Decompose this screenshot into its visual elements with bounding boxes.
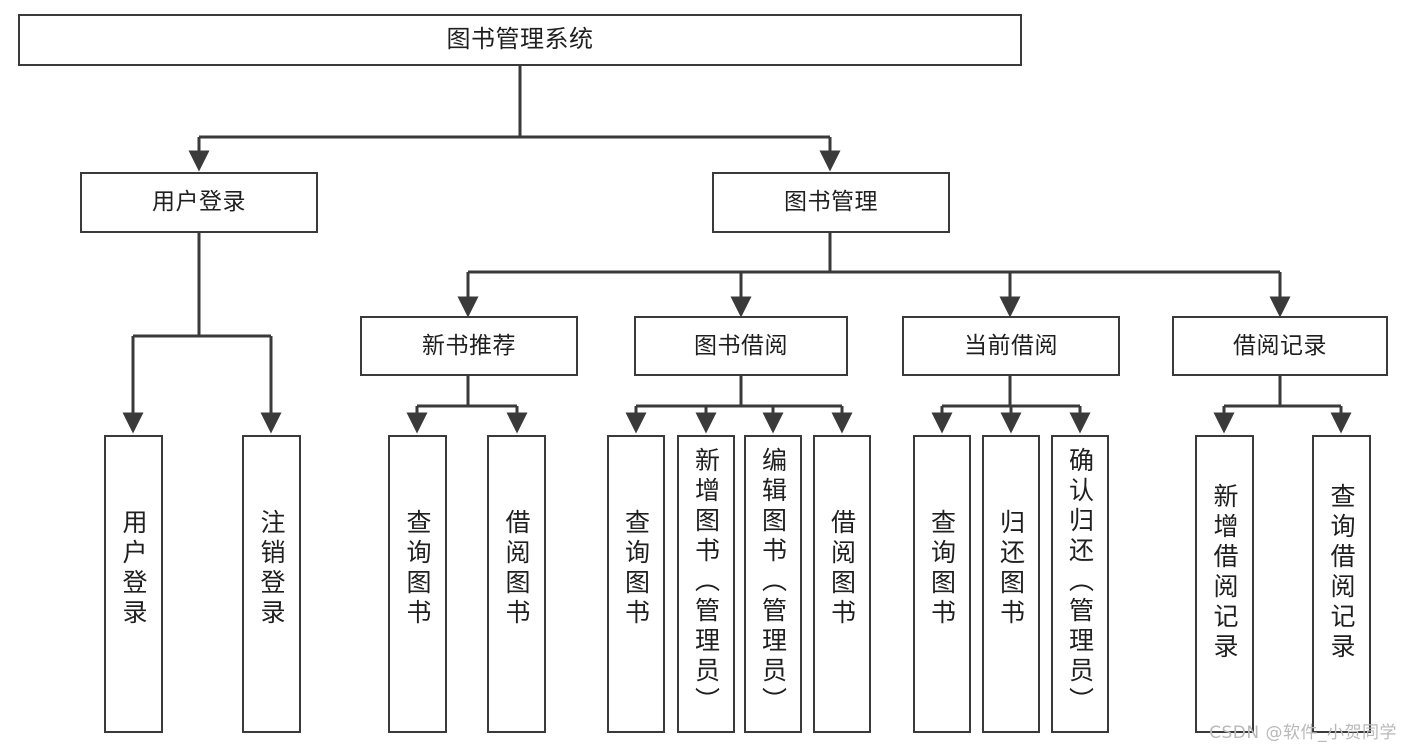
node-current-borrowing[interactable]: 当前借阅 — [902, 316, 1120, 376]
leaf-query-book-current[interactable]: 查询图书 — [913, 435, 971, 733]
node-label: 借阅图书 — [502, 509, 531, 629]
node-label: 用户登录 — [119, 509, 148, 629]
leaf-borrow-book-recommend[interactable]: 借阅图书 — [487, 435, 546, 733]
node-label: 新增借阅记录 — [1210, 483, 1239, 663]
node-label: 用户登录 — [152, 189, 246, 216]
node-label: 当前借阅 — [964, 332, 1058, 359]
leaf-add-book-admin[interactable]: 新增图书（管理员） — [677, 435, 735, 733]
node-label: 图书借阅 — [694, 332, 788, 359]
leaf-edit-book-admin[interactable]: 编辑图书（管理员） — [744, 435, 802, 733]
leaf-logout[interactable]: 注销登录 — [242, 435, 301, 733]
watermark-text: CSDN @软件_小贺同学 — [1209, 723, 1397, 743]
leaf-query-book-borrow[interactable]: 查询图书 — [607, 435, 665, 733]
leaf-borrow-book[interactable]: 借阅图书 — [813, 435, 871, 733]
node-label: 查询图书 — [403, 509, 432, 629]
node-root-book-management-system[interactable]: 图书管理系统 — [18, 14, 1022, 66]
node-label: 归还图书 — [996, 509, 1026, 629]
node-label: 借阅记录 — [1233, 332, 1327, 359]
node-user-login[interactable]: 用户登录 — [80, 172, 318, 233]
node-new-book-recommendation[interactable]: 新书推荐 — [360, 316, 578, 376]
node-label: 新增图书（管理员） — [691, 447, 721, 717]
leaf-query-book-recommend[interactable]: 查询图书 — [388, 435, 447, 733]
leaf-return-book[interactable]: 归还图书 — [982, 435, 1040, 733]
leaf-user-login[interactable]: 用户登录 — [104, 435, 163, 733]
node-label: 查询图书 — [621, 509, 651, 629]
node-label: 注销登录 — [257, 509, 286, 629]
node-label: 查询借阅记录 — [1327, 483, 1356, 663]
node-label: 借阅图书 — [827, 509, 857, 629]
node-label: 图书管理 — [784, 189, 878, 216]
node-label: 新书推荐 — [422, 332, 516, 359]
node-label: 查询图书 — [927, 509, 957, 629]
node-label: 图书管理系统 — [446, 25, 594, 54]
node-book-management[interactable]: 图书管理 — [712, 172, 950, 233]
leaf-add-borrow-record[interactable]: 新增借阅记录 — [1195, 435, 1254, 733]
node-label: 确认归还（管理员） — [1065, 447, 1095, 717]
node-label: 编辑图书（管理员） — [758, 447, 788, 717]
leaf-confirm-return-admin[interactable]: 确认归还（管理员） — [1051, 435, 1109, 733]
leaf-query-borrow-record[interactable]: 查询借阅记录 — [1312, 435, 1371, 733]
node-borrowing-record[interactable]: 借阅记录 — [1172, 316, 1388, 376]
node-book-borrowing[interactable]: 图书借阅 — [634, 316, 848, 376]
